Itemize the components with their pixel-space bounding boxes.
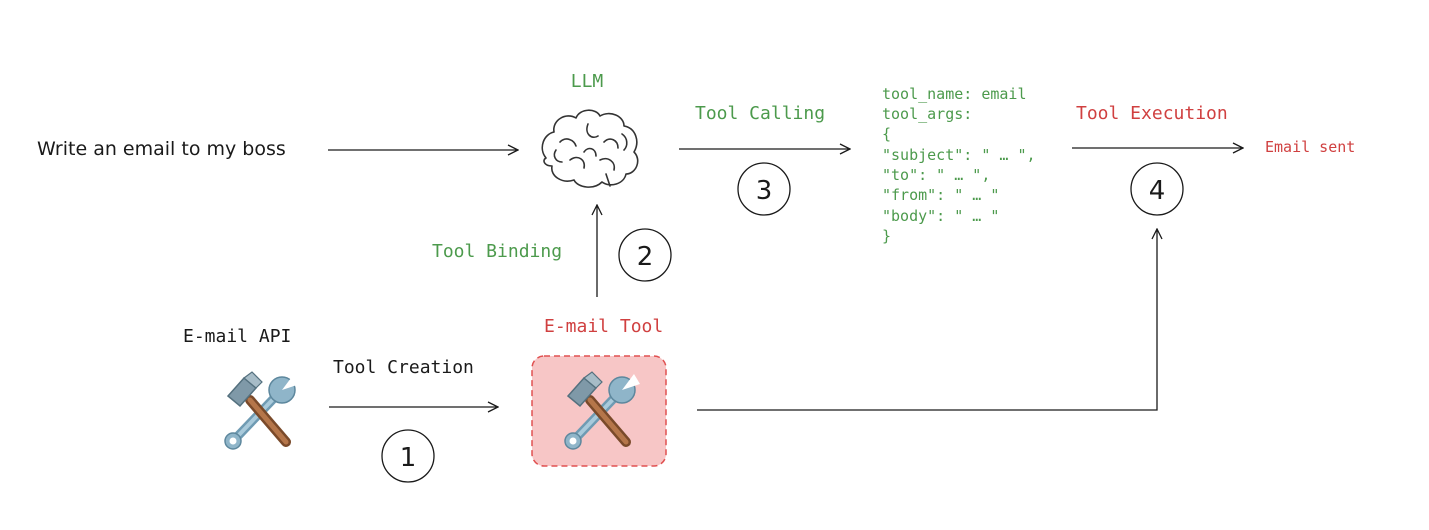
tool-execution-label: Tool Execution [1076, 103, 1228, 124]
step-3-number: 3 [756, 176, 773, 206]
tool-creation-label: Tool Creation [333, 357, 474, 378]
tool-call-line: "body": " … " [882, 207, 999, 225]
step-2-number: 2 [637, 242, 654, 272]
step-1-badge: 1 [381, 429, 435, 483]
tool-to-execution-connector [697, 229, 1157, 411]
tool-call-line: tool_args: [882, 105, 972, 123]
tool-binding-label: Tool Binding [432, 241, 562, 262]
hammer-and-wrench-icon [225, 372, 300, 449]
tool-call-line: tool_name: email [882, 85, 1027, 103]
step-4-badge: 4 [1130, 162, 1184, 216]
tool-call-line: "from": " … " [882, 186, 999, 204]
tool-call-line: { [882, 125, 891, 143]
tool-call-line: "subject": " … ", [882, 146, 1036, 164]
step-1-number: 1 [400, 443, 417, 473]
email-api-label: E-mail API [183, 326, 291, 347]
llm-label: LLM [571, 71, 604, 92]
tool-call-line: } [882, 227, 891, 245]
email-sent-result: Email sent [1265, 138, 1355, 156]
step-4-number: 4 [1149, 176, 1166, 206]
brain-icon [541, 109, 639, 188]
tool-calling-label: Tool Calling [695, 103, 825, 124]
tool-call-payload: tool_name: email tool_args: { "subject":… [882, 85, 1036, 245]
tool-call-line: "to": " … ", [882, 166, 990, 184]
step-3-badge: 3 [737, 162, 791, 216]
step-2-badge: 2 [618, 228, 672, 282]
user-prompt: Write an email to my boss [37, 138, 286, 160]
email-tool-label: E-mail Tool [544, 316, 663, 337]
